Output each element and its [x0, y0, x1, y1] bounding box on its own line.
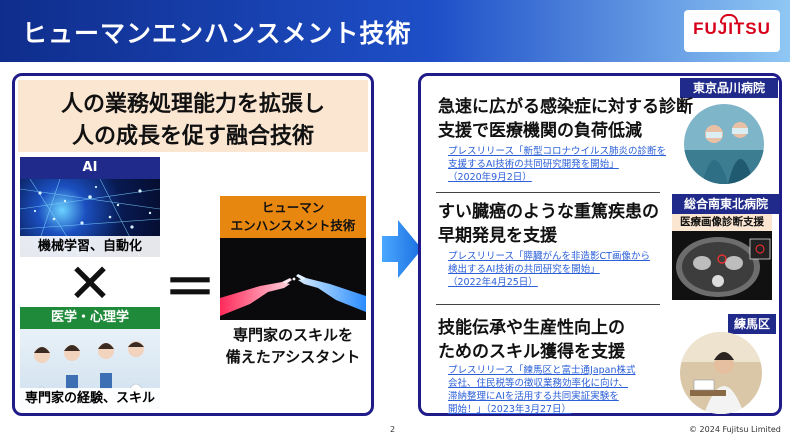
press-3-line-4[interactable]: 開始！」（2023年3月27日）	[448, 404, 572, 415]
page-number: 2	[390, 425, 396, 434]
press-2-line-2[interactable]: 検出するAI技術の共同研究を開始」	[448, 264, 600, 275]
press-1-line-2[interactable]: 支援するAI技術の共同研究開発を開始」	[448, 159, 619, 170]
human-caption-line-2: 備えたアシスタント	[225, 348, 361, 366]
equals-sign: ＝	[164, 259, 217, 319]
office-worker-graphic	[680, 332, 762, 414]
ai-network-graphic	[20, 179, 160, 257]
hands-image	[220, 238, 366, 320]
section-1-title-line-2: 支援で医療機関の負荷低減	[438, 121, 642, 141]
fujitsu-logo: FUJITSU	[684, 10, 780, 52]
press-3-line-2[interactable]: 会社、住民税等の徴収業務効率化に向け、	[448, 378, 629, 389]
ct-scan-graphic	[676, 237, 771, 297]
left-heading-line-2: 人の成長を促す融合技術	[71, 124, 314, 149]
logo-infinity-icon	[720, 14, 738, 23]
press-3-line-3[interactable]: 滞納整理にAIを活用する共同実証実験を	[448, 391, 619, 402]
ct-scan-image: 医療画像診断支援	[672, 214, 772, 300]
hospital-photo-1	[684, 104, 764, 184]
section-divider-2	[436, 304, 660, 305]
right-arrow-icon	[382, 220, 422, 278]
section-2-title-line-1: すい臓癌のような重篤疾患の	[438, 202, 659, 222]
copyright: © 2024 Fujitsu Limited	[689, 425, 781, 434]
section-1-title: 急速に広がる感染症に対する診断 支援で医療機関の負荷低減	[438, 95, 698, 143]
human-caption-line-1: 専門家のスキルを	[232, 326, 353, 344]
human-caption: 専門家のスキルを 備えたアシスタント	[220, 324, 366, 368]
press-1-line-3[interactable]: （2020年9月2日）	[448, 172, 532, 183]
page-title: ヒューマンエンハンスメント技術	[22, 19, 412, 48]
human-tag-line-1: ヒューマン	[261, 200, 325, 215]
section-3-title-line-2: ためのスキル獲得を支援	[438, 342, 625, 362]
header-bar	[0, 0, 790, 62]
office-photo	[680, 332, 762, 414]
press-2-line-1[interactable]: プレスリリース「膵臓がんを非造影CT画像から	[448, 251, 650, 262]
human-tag-line-2: エンハンスメント技術	[230, 218, 356, 233]
multiply-sign: ✕	[67, 252, 113, 315]
hospital-tag-shinagawa: 東京品川病院	[680, 78, 778, 98]
press-2-line-3[interactable]: （2022年4月25日）	[448, 277, 538, 288]
section-2-title: すい臓癌のような重篤疾患の 早期発見を支援	[438, 200, 678, 248]
medical-caption: 専門家の経験、スキル	[20, 388, 160, 409]
hospital-tag-minamitohoku: 総合南東北病院	[672, 194, 780, 214]
left-heading-line-1: 人の業務処理能力を拡張し	[60, 92, 325, 117]
left-heading: 人の業務処理能力を拡張し 人の成長を促す融合技術	[18, 80, 368, 152]
section-1-title-line-1: 急速に広がる感染症に対する診断	[438, 97, 693, 117]
medical-tag: 医学・心理学	[20, 307, 160, 329]
human-enhancement-tag: ヒューマン エンハンスメント技術	[220, 196, 366, 238]
tag-nerima: 練馬区	[728, 314, 776, 334]
press-release-link-1[interactable]: プレスリリース「新型コロナウイルス肺炎の診断を 支援するAI技術の共同研究開発を…	[448, 145, 678, 184]
press-release-link-3[interactable]: プレスリリース「練馬区と富士通Japan株式 会社、住民税等の徴収業務効率化に向…	[448, 364, 670, 416]
section-3-title: 技能伝承や生産性向上の ためのスキル獲得を支援	[438, 316, 668, 364]
doctors-operating-graphic	[684, 104, 764, 184]
logo-text: FUJITSU	[693, 19, 771, 38]
ai-tag: AI	[20, 157, 160, 179]
ct-image-label: 医療画像診断支援	[672, 214, 772, 231]
section-2-title-line-2: 早期発見を支援	[438, 226, 557, 246]
section-divider-1	[436, 192, 660, 193]
ai-caption: 機械学習、自動化	[20, 236, 160, 257]
press-1-line-1[interactable]: プレスリリース「新型コロナウイルス肺炎の診断を	[448, 146, 667, 157]
robot-human-hands-graphic	[220, 274, 366, 316]
section-3-title-line-1: 技能伝承や生産性向上の	[438, 318, 625, 338]
press-release-link-2[interactable]: プレスリリース「膵臓がんを非造影CT画像から 検出するAI技術の共同研究を開始」…	[448, 250, 670, 289]
press-3-line-1[interactable]: プレスリリース「練馬区と富士通Japan株式	[448, 365, 636, 376]
